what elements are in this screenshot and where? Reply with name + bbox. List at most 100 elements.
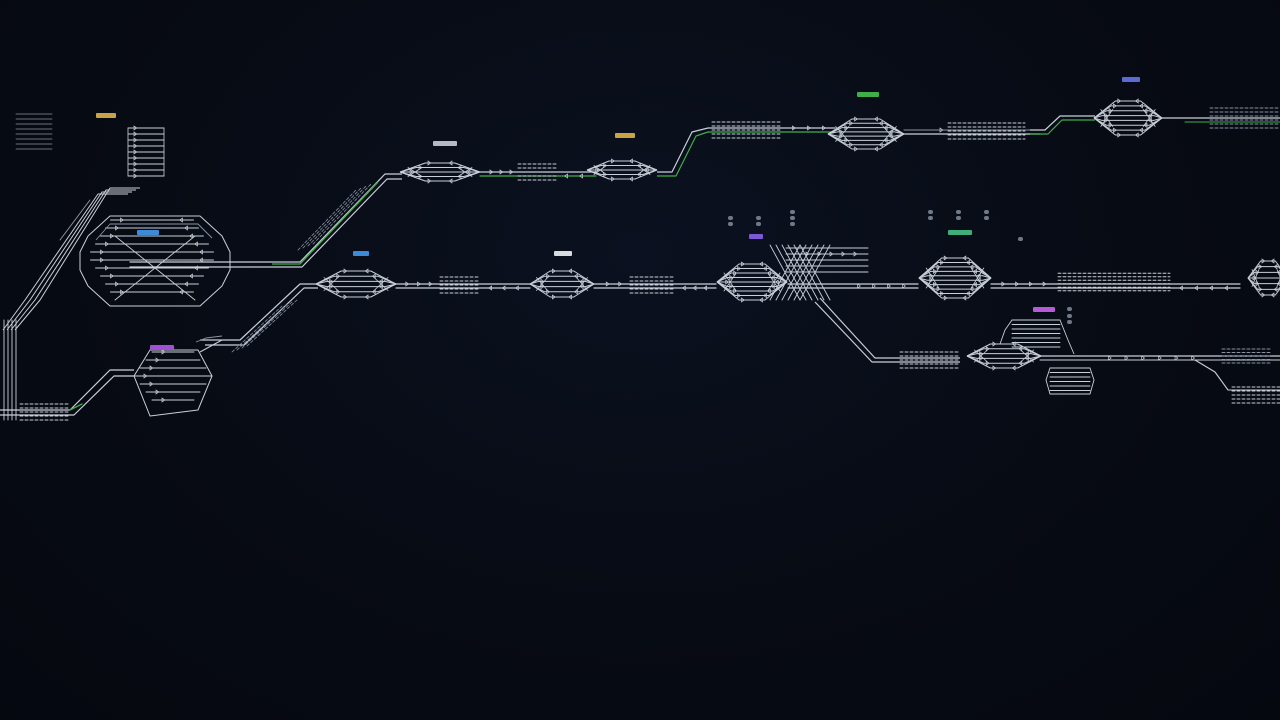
signal-icon [1011, 341, 1016, 347]
track-segment [1020, 349, 1034, 363]
signal-icon [428, 281, 433, 287]
signal-icon [770, 283, 775, 290]
signal-icon [1258, 263, 1263, 270]
track-segment [767, 272, 781, 292]
signal-icon [733, 288, 738, 294]
signal-icon [573, 273, 578, 279]
signal-icon [133, 149, 138, 155]
signal-icon [540, 278, 545, 285]
track-segment [1045, 367, 1095, 395]
signal-marker[interactable] [928, 216, 933, 220]
signal-icon [872, 283, 876, 289]
signal-icon [1261, 258, 1266, 264]
signal-marker[interactable] [928, 210, 933, 214]
station-label[interactable] [353, 251, 369, 256]
signal-marker[interactable] [1067, 307, 1072, 311]
track-segment [1100, 109, 1114, 127]
track-segment [10, 189, 136, 331]
signal-marker[interactable] [790, 210, 795, 214]
signal-icon [1270, 258, 1275, 264]
track-segment [1093, 100, 1163, 119]
track-segment [586, 165, 658, 171]
signal-icon [514, 285, 519, 291]
track-segment [1194, 359, 1280, 391]
track-segment [536, 277, 548, 291]
signal-icon [409, 169, 414, 175]
signal-icon [792, 125, 796, 131]
track-segment [200, 283, 318, 341]
signal-marker[interactable] [790, 216, 795, 220]
track-segment [918, 277, 992, 290]
track-segment [1030, 119, 1095, 135]
signal-marker[interactable] [790, 222, 795, 226]
signal-icon [741, 297, 745, 303]
signal-marker[interactable] [984, 210, 989, 214]
signal-icon [120, 217, 124, 223]
signal-marker[interactable] [728, 216, 733, 220]
signal-icon [161, 397, 166, 403]
signal-icon [878, 120, 883, 126]
track-segment [407, 167, 423, 177]
station-label[interactable] [1122, 77, 1140, 82]
signal-icon [143, 373, 148, 379]
signal-marker[interactable] [956, 210, 961, 214]
signal-icon [887, 283, 891, 289]
station-label[interactable] [857, 92, 879, 97]
station-label[interactable] [433, 141, 457, 146]
station-label[interactable] [150, 345, 174, 350]
track-segment [970, 267, 985, 289]
signal-icon [1273, 263, 1278, 270]
station-label[interactable] [137, 230, 159, 235]
station-label[interactable] [1033, 307, 1055, 312]
signal-icon [1124, 355, 1129, 361]
signal-icon [595, 167, 600, 173]
signal-icon [849, 142, 854, 148]
signal-icon [378, 283, 383, 290]
track-segment [236, 303, 288, 351]
track-segment [529, 283, 595, 298]
signal-icon [681, 285, 686, 291]
signal-icon [973, 268, 977, 275]
signal-marker[interactable] [728, 222, 733, 226]
signal-icon [1174, 355, 1179, 361]
signal-icon [1134, 98, 1139, 104]
track-segment [966, 348, 1042, 357]
track-segment [399, 162, 481, 173]
signal-icon [829, 251, 834, 257]
signal-marker[interactable] [1018, 237, 1023, 241]
signal-marker[interactable] [756, 216, 761, 220]
track-segment [1247, 277, 1280, 285]
signal-marker[interactable] [984, 216, 989, 220]
signal-icon [854, 146, 859, 152]
track-segment [1093, 110, 1163, 119]
track-segment [312, 183, 372, 245]
signal-icon [448, 160, 453, 166]
track-segment [918, 277, 992, 286]
station-label[interactable] [615, 133, 635, 138]
station-label[interactable] [96, 113, 116, 118]
signal-icon [976, 277, 981, 283]
signal-icon [343, 294, 348, 300]
track-segment [1247, 277, 1280, 296]
signal-marker[interactable] [756, 222, 761, 226]
signal-marker[interactable] [1067, 320, 1072, 324]
signal-icon [189, 233, 193, 239]
signal-icon [943, 255, 948, 261]
signal-icon [902, 283, 906, 289]
station-label[interactable] [554, 251, 572, 256]
track-segment [1093, 117, 1163, 126]
track-segment [1059, 319, 1075, 355]
signal-marker[interactable] [1067, 314, 1072, 318]
signal-icon [133, 173, 138, 179]
track-segment [657, 131, 709, 177]
signal-icon [149, 381, 154, 387]
signal-marker[interactable] [956, 216, 961, 220]
signal-icon [448, 178, 453, 184]
track-segment [918, 275, 992, 279]
station-label[interactable] [749, 234, 763, 239]
track-segment [918, 257, 992, 279]
station-label[interactable] [948, 230, 972, 235]
signal-icon [540, 283, 545, 290]
